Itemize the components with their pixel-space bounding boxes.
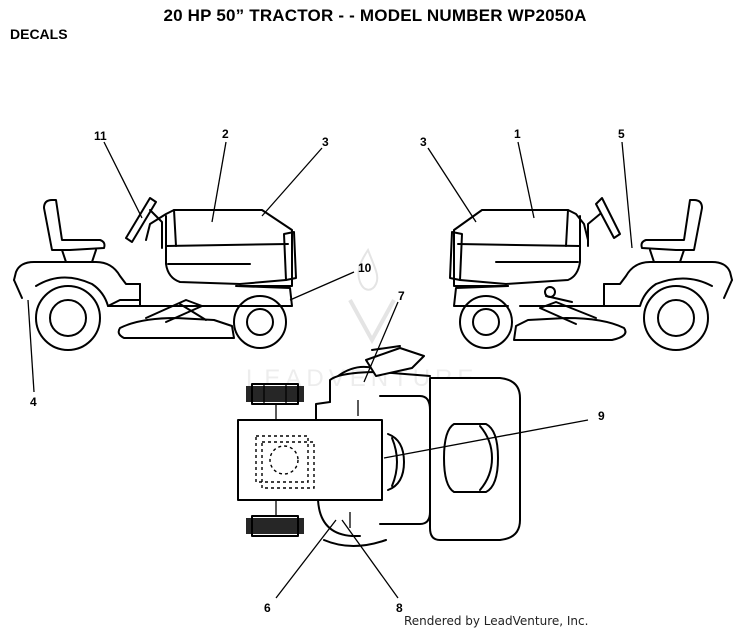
callout-3-right: 3 — [420, 135, 427, 149]
callout-8: 8 — [396, 601, 403, 615]
page-title: 20 HP 50” TRACTOR - - MODEL NUMBER WP205… — [163, 6, 587, 25]
render-credit: Rendered by LeadVenture, Inc. — [404, 614, 589, 628]
callout-11: 11 — [94, 129, 107, 143]
tractor-right-side-view — [449, 197, 733, 351]
callout-3-left: 3 — [322, 135, 329, 149]
callout-7: 7 — [398, 289, 405, 303]
callout-2: 2 — [222, 127, 229, 141]
tractor-top-view — [237, 345, 521, 547]
callout-6: 6 — [264, 601, 271, 615]
callout-1: 1 — [514, 127, 521, 141]
section-label: DECALS — [10, 26, 68, 42]
callout-10: 10 — [358, 261, 372, 275]
leader-lines — [27, 141, 633, 599]
callout-4: 4 — [30, 395, 37, 409]
tractor-left-side-view — [13, 197, 297, 351]
callout-numbers: 11 2 3 3 1 5 10 4 7 9 6 8 — [30, 127, 625, 615]
callout-9: 9 — [598, 409, 605, 423]
callout-5: 5 — [618, 127, 625, 141]
